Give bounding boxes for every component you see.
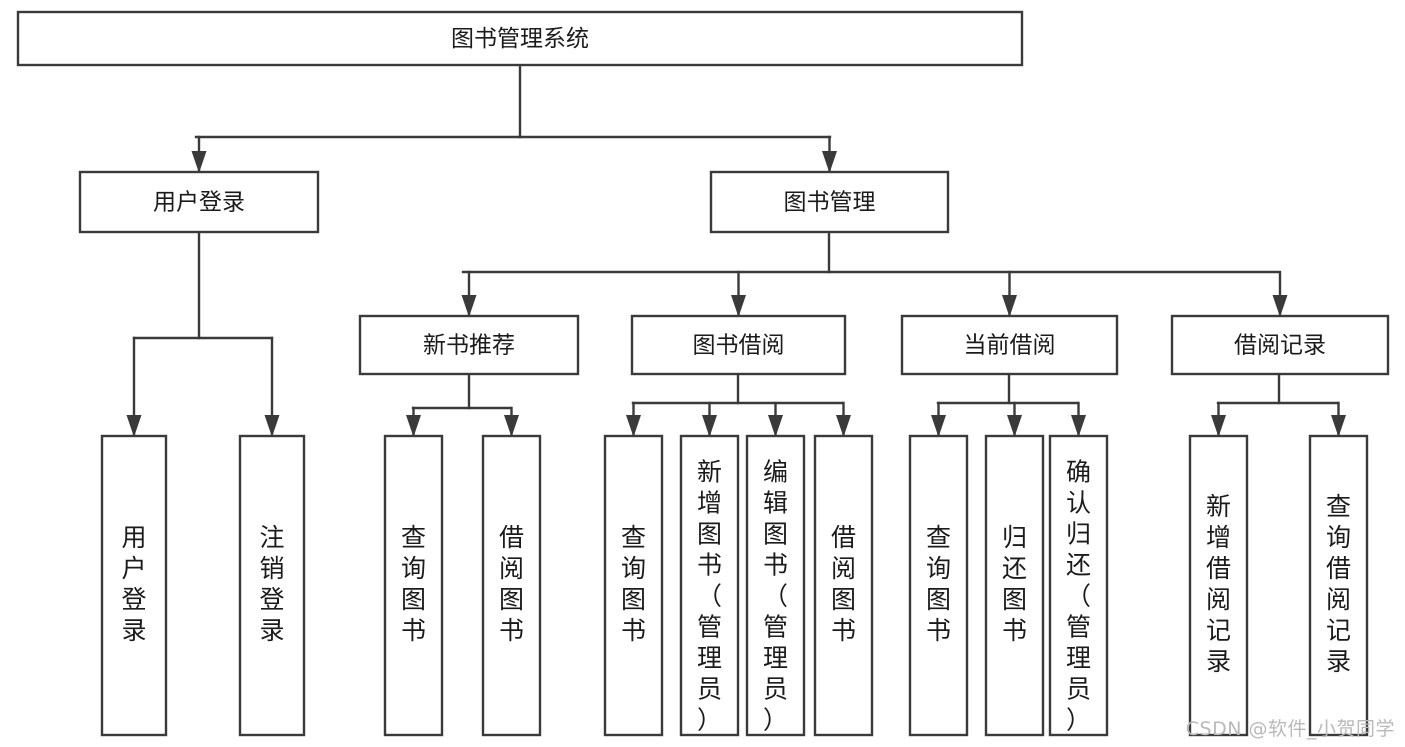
node-leaf[interactable]: 查询图书 bbox=[603, 434, 664, 737]
node-label-new-book-rec: 新书推荐 bbox=[423, 333, 515, 359]
node-label-leaf-borrow-book-1: 借阅图书 bbox=[499, 523, 524, 645]
arrow-head-icon-leaf-confirm-return bbox=[1071, 415, 1086, 437]
node-box-leaf-borrow-book-2[interactable] bbox=[813, 434, 874, 737]
node-leaf[interactable]: 用户登录 bbox=[100, 434, 168, 737]
node-box-leaf-add-book[interactable] bbox=[679, 434, 740, 737]
node-label-leaf-query-book-2: 查询图书 bbox=[621, 523, 646, 645]
node-label-root: 图书管理系统 bbox=[451, 26, 589, 52]
arrow-head-icon-leaf-borrow-book-1 bbox=[504, 415, 519, 437]
node-leaf[interactable]: 新增图书（管理员） bbox=[679, 434, 740, 737]
arrow-head-icon-user-login bbox=[191, 151, 207, 173]
node-label-leaf-query-book-3: 查询图书 bbox=[926, 523, 951, 645]
arrow-head-icon-leaf-add-book bbox=[702, 415, 717, 437]
connector-layer bbox=[126, 63, 1346, 437]
node-leaf[interactable]: 查询图书 bbox=[383, 434, 444, 737]
node-level3[interactable]: 新书推荐 bbox=[358, 314, 580, 376]
arrow-head-icon-current-borrow bbox=[1002, 295, 1017, 317]
node-label-leaf-query-record: 查询借阅记录 bbox=[1326, 492, 1351, 676]
node-leaf[interactable]: 注销登录 bbox=[238, 434, 306, 737]
arrow-head-icon-book-manage bbox=[822, 151, 837, 173]
arrow-head-icon-leaf-query-book-1 bbox=[406, 415, 421, 437]
node-label-book-borrow: 图书借阅 bbox=[693, 333, 785, 359]
arrow-head-icon-leaf-logout bbox=[264, 415, 280, 437]
node-leaf[interactable]: 新增借阅记录 bbox=[1188, 434, 1249, 737]
node-label-leaf-logout: 注销登录 bbox=[259, 523, 284, 645]
node-box-borrow-record[interactable] bbox=[1170, 314, 1390, 376]
node-box-book-borrow[interactable] bbox=[630, 314, 847, 376]
node-label-borrow-record: 借阅记录 bbox=[1234, 333, 1326, 359]
arrow-head-icon-leaf-query-book-2 bbox=[626, 415, 641, 437]
node-box-leaf-return-book[interactable] bbox=[984, 434, 1045, 737]
arrow-head-icon-new-book-rec bbox=[461, 295, 477, 317]
node-label-leaf-add-book: 新增图书（管理员） bbox=[697, 458, 722, 735]
node-label-leaf-edit-book: 编辑图书（管理员） bbox=[763, 458, 788, 735]
node-level2[interactable]: 用户登录 bbox=[78, 170, 320, 234]
node-box-leaf-borrow-book-1[interactable] bbox=[481, 434, 542, 737]
node-label-leaf-user-login: 用户登录 bbox=[121, 523, 146, 645]
node-box-current-borrow[interactable] bbox=[900, 314, 1119, 376]
node-box-book-manage[interactable] bbox=[709, 170, 950, 234]
node-root[interactable]: 图书管理系统 bbox=[16, 10, 1024, 67]
arrow-head-icon-leaf-return-book bbox=[1007, 415, 1022, 437]
node-label-current-borrow: 当前借阅 bbox=[964, 333, 1056, 359]
node-box-leaf-query-record[interactable] bbox=[1308, 434, 1369, 737]
arrow-head-icon-leaf-user-login bbox=[126, 415, 142, 437]
node-label-book-manage: 图书管理 bbox=[784, 190, 876, 216]
node-label-user-login: 用户登录 bbox=[153, 190, 245, 216]
arrow-head-icon-leaf-add-record bbox=[1211, 415, 1226, 437]
node-label-leaf-add-record: 新增借阅记录 bbox=[1206, 492, 1231, 676]
node-level3[interactable]: 当前借阅 bbox=[900, 314, 1119, 376]
node-box-leaf-edit-book[interactable] bbox=[745, 434, 806, 737]
arrow-head-icon-leaf-edit-book bbox=[768, 415, 783, 437]
node-box-root[interactable] bbox=[16, 10, 1024, 67]
node-layer: 图书管理系统用户登录图书管理新书推荐图书借阅当前借阅借阅记录用户登录注销登录查询… bbox=[16, 10, 1390, 737]
node-box-leaf-user-login[interactable] bbox=[100, 434, 168, 737]
node-box-leaf-add-record[interactable] bbox=[1188, 434, 1249, 737]
node-box-leaf-confirm-return[interactable] bbox=[1048, 434, 1109, 737]
node-box-leaf-query-book-2[interactable] bbox=[603, 434, 664, 737]
node-label-leaf-confirm-return: 确认归还（管理员） bbox=[1066, 458, 1091, 735]
node-leaf[interactable]: 查询图书 bbox=[908, 434, 969, 737]
node-label-leaf-borrow-book-2: 借阅图书 bbox=[831, 523, 856, 645]
node-label-leaf-return-book: 归还图书 bbox=[1002, 523, 1027, 645]
node-leaf[interactable]: 借阅图书 bbox=[813, 434, 874, 737]
arrow-head-icon-borrow-record bbox=[1272, 295, 1288, 317]
node-leaf[interactable]: 借阅图书 bbox=[481, 434, 542, 737]
node-leaf[interactable]: 确认归还（管理员） bbox=[1048, 434, 1109, 737]
node-leaf[interactable]: 编辑图书（管理员） bbox=[745, 434, 806, 737]
node-level2[interactable]: 图书管理 bbox=[709, 170, 950, 234]
node-box-user-login[interactable] bbox=[78, 170, 320, 234]
node-box-leaf-query-book-3[interactable] bbox=[908, 434, 969, 737]
arrow-head-icon-book-borrow bbox=[731, 295, 746, 317]
node-box-leaf-query-book-1[interactable] bbox=[383, 434, 444, 737]
arrow-head-icon-leaf-borrow-book-2 bbox=[836, 415, 851, 437]
node-level3[interactable]: 图书借阅 bbox=[630, 314, 847, 376]
arrow-head-icon-leaf-query-record bbox=[1331, 415, 1346, 437]
node-leaf[interactable]: 查询借阅记录 bbox=[1308, 434, 1369, 737]
node-label-leaf-query-book-1: 查询图书 bbox=[401, 523, 426, 645]
node-level3[interactable]: 借阅记录 bbox=[1170, 314, 1390, 376]
node-leaf[interactable]: 归还图书 bbox=[984, 434, 1045, 737]
arrow-head-icon-leaf-query-book-3 bbox=[931, 415, 946, 437]
node-box-new-book-rec[interactable] bbox=[358, 314, 580, 376]
node-box-leaf-logout[interactable] bbox=[238, 434, 306, 737]
